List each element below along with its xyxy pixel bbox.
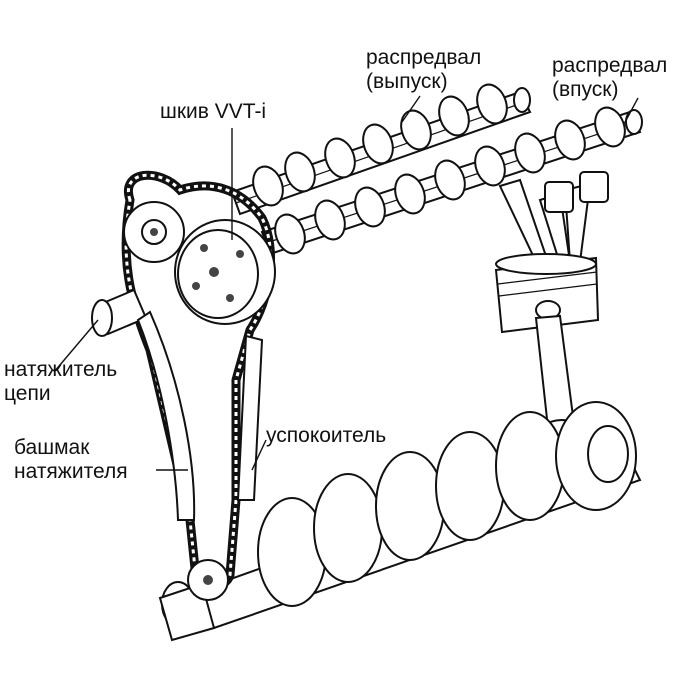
crank-sprocket: [187, 559, 229, 601]
chain-damper: [236, 334, 264, 501]
crankshaft: [158, 401, 642, 642]
leader-lines: [53, 95, 639, 471]
tensioner-shoe: [136, 310, 196, 521]
chain-tensioner-label: натяжитель цепи: [4, 358, 117, 406]
vvt-pulley-label: шкив VVT-i: [160, 100, 267, 123]
damper-label: успокоитель: [266, 424, 387, 447]
chain-tensioner: [91, 288, 148, 337]
tensioner-shoe-label-line2: натяжителя: [14, 460, 128, 483]
chain-tensioner-label-line1: натяжитель: [4, 358, 118, 381]
intake-camshaft-label-line1: распредвал: [552, 54, 668, 77]
exhaust-camshaft: [230, 83, 532, 216]
valves: [498, 171, 609, 268]
tensioner-shoe-label-line1: башмак: [14, 436, 90, 459]
piston: [494, 253, 600, 334]
chain-tensioner-label-line2: цепи: [4, 382, 51, 405]
intake-camshaft-label: распредвал (впуск): [552, 54, 667, 102]
exhaust-sprocket: [123, 201, 185, 263]
tensioner-shoe-label: башмак натяжителя: [14, 436, 128, 484]
exhaust-camshaft-label-line2: (выпуск): [366, 70, 448, 93]
intake-camshaft-label-line2: (впуск): [552, 78, 619, 101]
exhaust-camshaft-label: распредвал (выпуск): [366, 46, 481, 94]
exhaust-camshaft-label-line1: распредвал: [366, 46, 482, 69]
vvt-pulley: [174, 219, 276, 325]
